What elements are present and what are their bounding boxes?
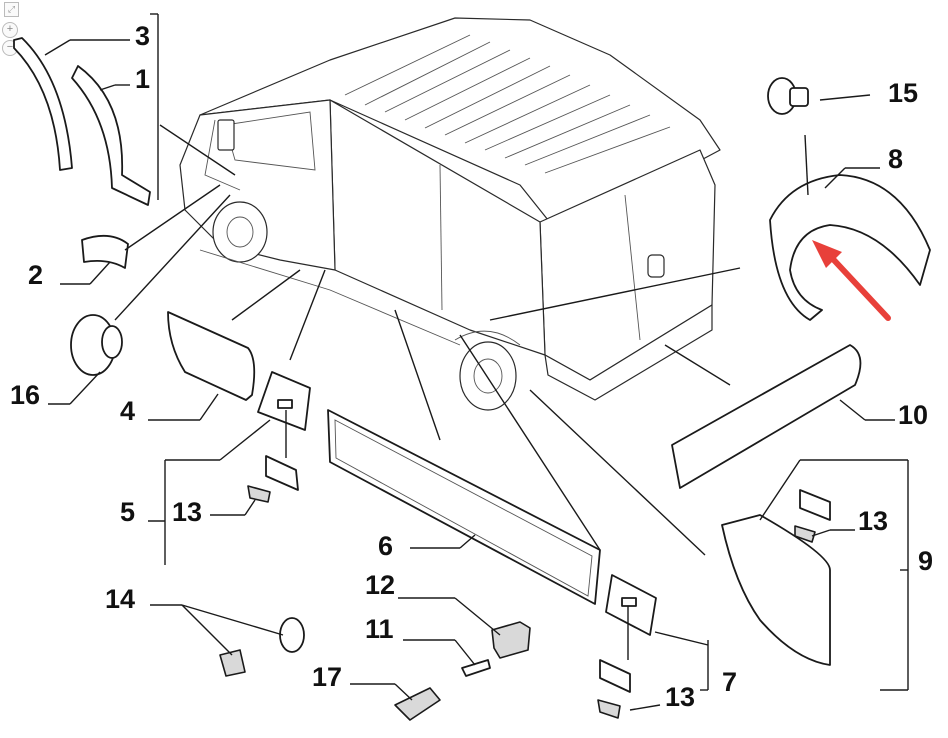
- part-3-wheel-arch-trim[interactable]: [13, 37, 73, 171]
- callout-7: 7: [722, 667, 737, 697]
- part-4-door-molding[interactable]: [167, 311, 256, 401]
- part-13-clip-c[interactable]: [794, 489, 831, 543]
- part-14-clips[interactable]: [219, 617, 305, 677]
- callout-10: 10: [898, 400, 928, 430]
- part-13-clip-a[interactable]: [247, 455, 299, 503]
- callout-17: 17: [312, 662, 342, 692]
- part-15-push-clip[interactable]: [767, 77, 809, 115]
- part-9-corner-molding[interactable]: [721, 514, 831, 666]
- part-17-fastener[interactable]: [394, 687, 441, 721]
- callout-11: 11: [365, 614, 394, 644]
- expand-icon[interactable]: ⤢: [4, 2, 19, 17]
- callout-8: 8: [888, 144, 903, 174]
- callout-13-bottom: 13: [665, 682, 695, 712]
- callout-labels: 3 1 2 16 4 5 13 14 17 11 12 6 13 7 15 8 …: [10, 21, 933, 712]
- callout-4: 4: [120, 396, 135, 426]
- part-11-screw[interactable]: [461, 659, 491, 677]
- highlight-arrow: [812, 240, 891, 321]
- callout-14: 14: [105, 584, 135, 614]
- callout-1: 1: [135, 64, 150, 94]
- part-5-slot: [277, 399, 293, 409]
- part-1-wheel-arch-liner[interactable]: [71, 65, 151, 206]
- part-13-clip-b[interactable]: [597, 659, 631, 719]
- part-6-side-molding[interactable]: [327, 409, 601, 605]
- part-10-sill-molding[interactable]: [671, 344, 862, 489]
- callout-3: 3: [135, 21, 150, 51]
- van-illustration: [179, 17, 721, 411]
- part-7-slot: [621, 597, 637, 607]
- callout-9: 9: [918, 546, 933, 576]
- part-8-wheel-arch-flare[interactable]: [769, 174, 931, 321]
- callout-6: 6: [378, 531, 393, 561]
- callout-2: 2: [28, 260, 43, 290]
- leader-lines: [44, 13, 909, 711]
- part-12-bracket[interactable]: [491, 621, 531, 659]
- callout-12: 12: [365, 570, 395, 600]
- callout-13-left: 13: [172, 497, 202, 527]
- part-16-cap[interactable]: [70, 314, 123, 376]
- part-2-trim-piece[interactable]: [81, 234, 129, 269]
- callout-15: 15: [888, 78, 918, 108]
- callout-5: 5: [120, 497, 135, 527]
- callout-13-right: 13: [858, 506, 888, 536]
- zoom-in-icon[interactable]: +: [2, 22, 18, 38]
- callout-16: 16: [10, 380, 40, 410]
